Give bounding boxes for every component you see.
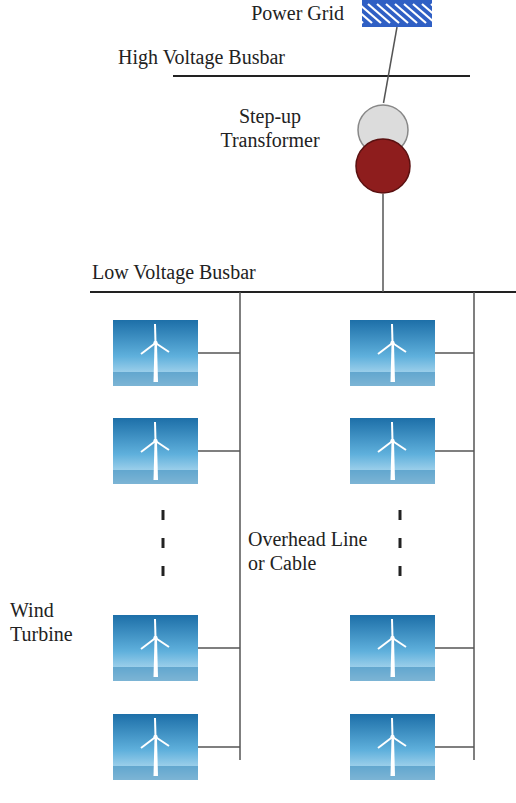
grid-symbol xyxy=(362,0,432,27)
grid-connection xyxy=(384,27,398,103)
part-label: Wind Turbine xyxy=(10,598,90,646)
node-label: Step-up Transformer xyxy=(200,104,340,152)
part-label: Low Voltage Busbar xyxy=(92,260,352,284)
transformer-node: Step-up Transformer xyxy=(355,103,412,194)
node-label: Power Grid xyxy=(144,1,344,25)
transformer-symbol xyxy=(355,103,412,194)
power-grid-node: Power Grid xyxy=(362,0,432,27)
part-label: Overhead Line or Cable xyxy=(248,527,388,575)
part-label: High Voltage Busbar xyxy=(118,45,378,69)
